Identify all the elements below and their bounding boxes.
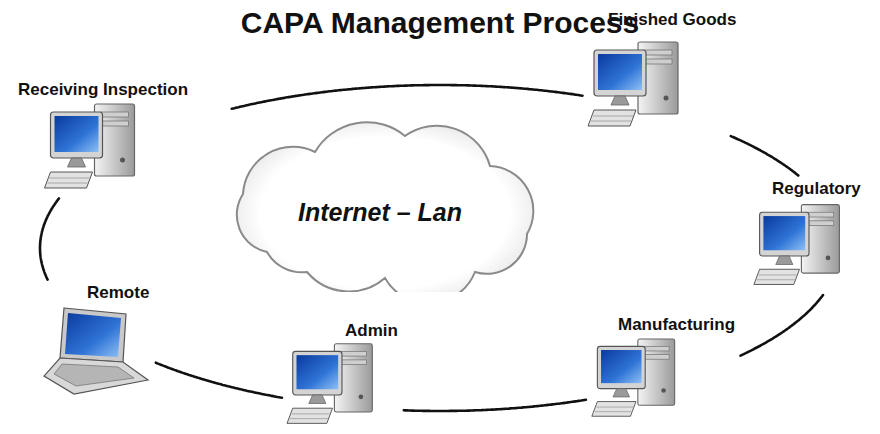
- ring-link: [731, 136, 799, 175]
- laptop-icon: [40, 304, 152, 398]
- computer-label: Manufacturing: [618, 315, 735, 335]
- diagram-title: CAPA Management Process: [0, 6, 880, 40]
- desktop-icon: [285, 340, 380, 430]
- computer-label: Finished Goods: [608, 10, 736, 30]
- ring-link: [404, 400, 586, 411]
- ring-link: [40, 199, 59, 280]
- computer-label: Regulatory: [772, 179, 861, 199]
- computer-node: Regulatory: [752, 179, 863, 292]
- desktop-icon: [590, 335, 682, 423]
- ring-link: [232, 85, 583, 109]
- computer-label: Admin: [345, 321, 398, 341]
- desktop-icon: [586, 38, 686, 133]
- desktop-icon: [40, 100, 145, 195]
- computer-label: Receiving Inspection: [18, 80, 188, 100]
- computer-node: Manufacturing: [590, 315, 737, 423]
- computer-node: Finished Goods: [586, 10, 738, 133]
- computer-node: Admin: [285, 321, 400, 430]
- computer-node: Remote: [40, 283, 152, 398]
- cloud-node: Internet – Lan: [205, 112, 555, 292]
- ring-link: [156, 363, 282, 398]
- ring-link: [741, 295, 824, 356]
- computer-node: Receiving Inspection: [18, 80, 190, 195]
- desktop-icon: [752, 200, 847, 292]
- computer-label: Remote: [87, 283, 149, 303]
- cloud-label: Internet – Lan: [298, 198, 462, 227]
